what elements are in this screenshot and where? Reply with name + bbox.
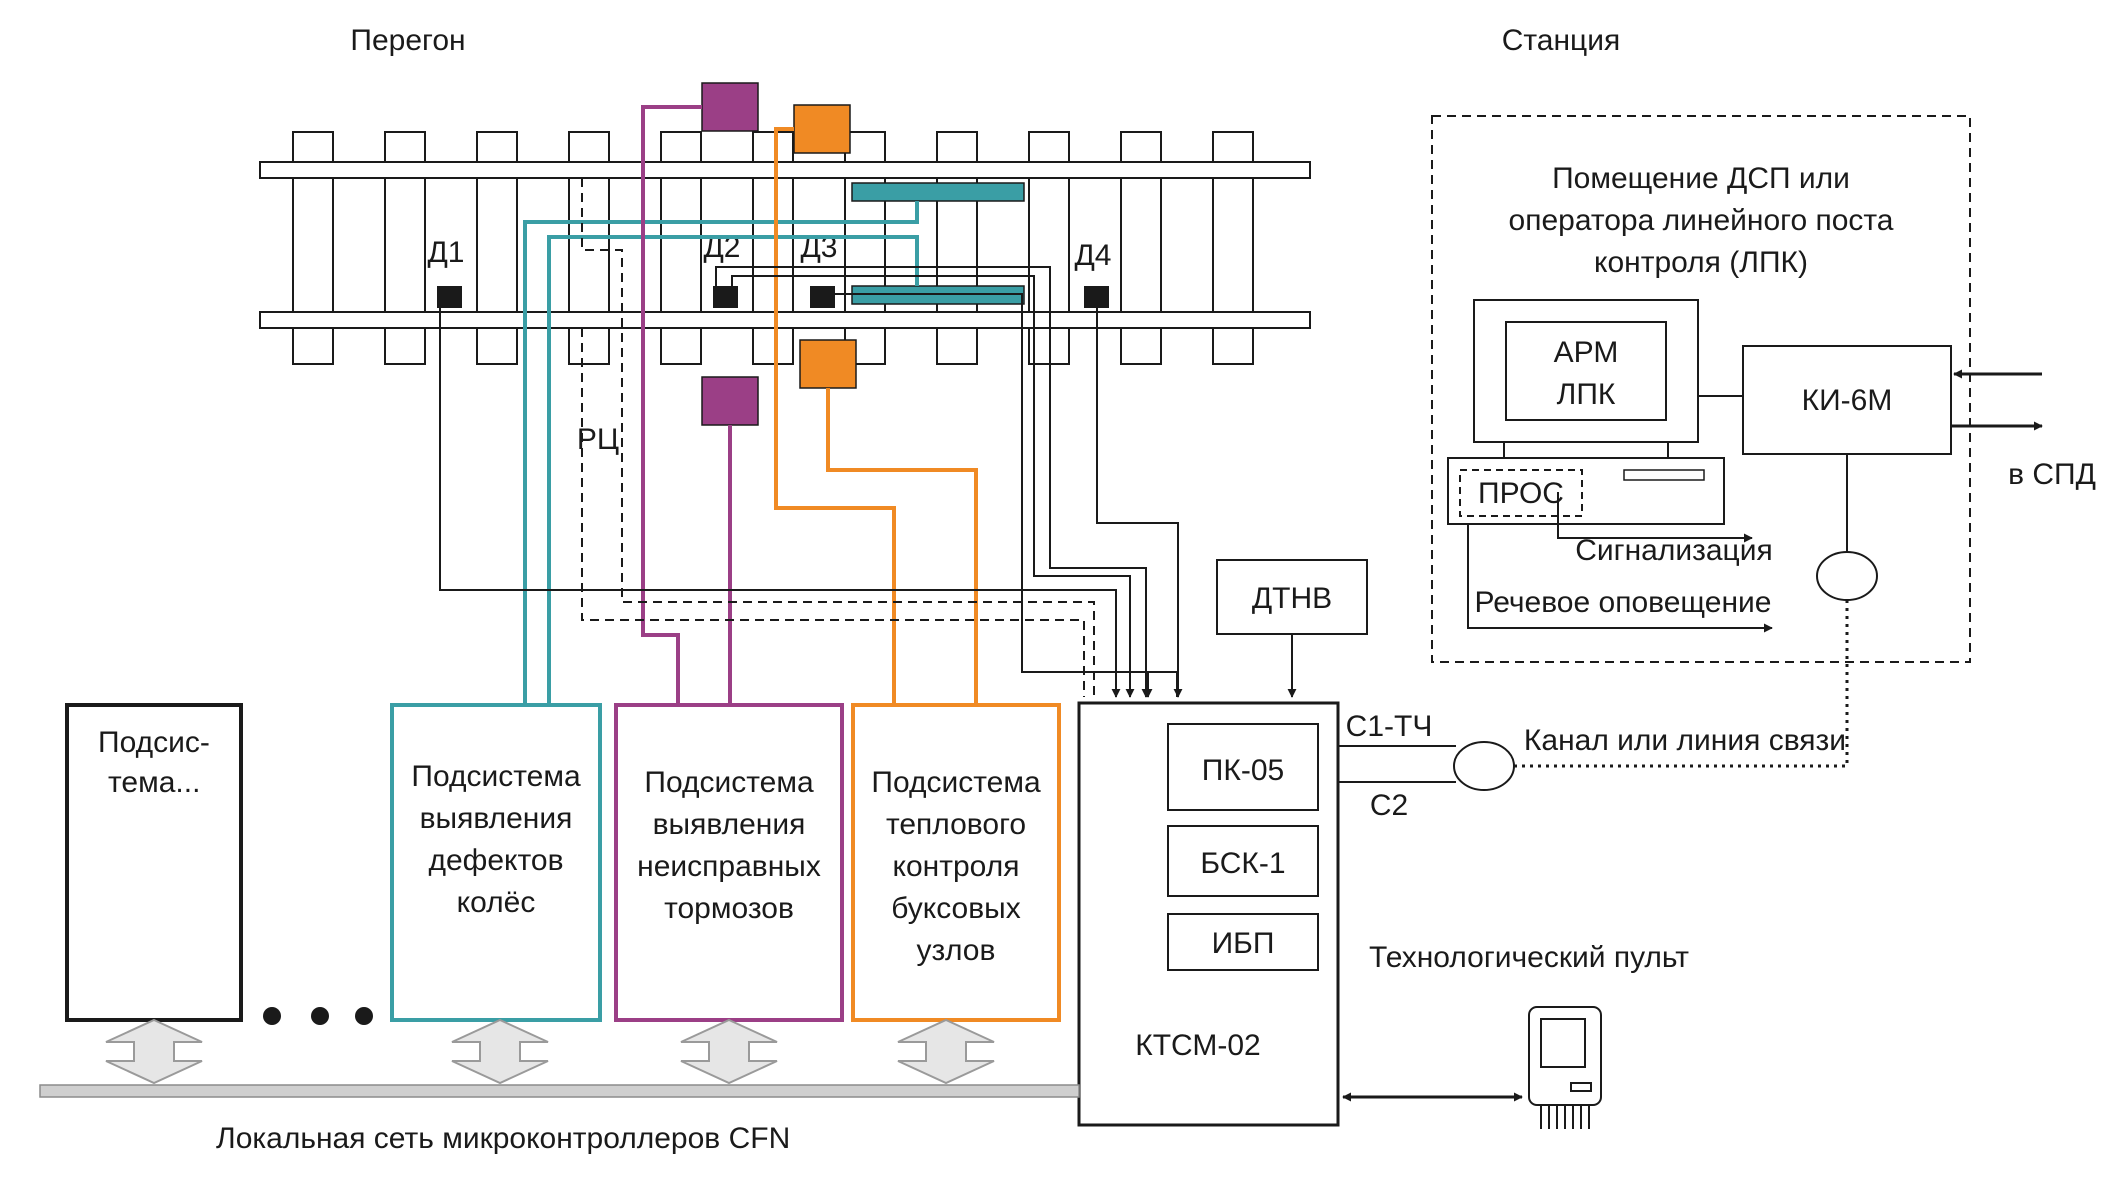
orange-wires: [774, 127, 978, 705]
sensor-d1: [437, 286, 462, 308]
bsk1-label: БСК-1: [1200, 847, 1285, 880]
purple-wires: [641, 105, 732, 705]
signal-label: Сигнализация: [1575, 534, 1773, 567]
rail-bottom: [259, 311, 1311, 329]
bus-double-arrow: [105, 1018, 203, 1085]
ellipsis-dot-1: [263, 1007, 281, 1025]
subsystem-brakes-line1: Подсистема: [644, 766, 814, 799]
sensor-d4-label: Д4: [1074, 239, 1111, 272]
arm-label-line1: АРМ: [1554, 336, 1619, 369]
ki6m-box: [1742, 345, 1952, 455]
ellipsis-dot-3: [355, 1007, 373, 1025]
subsystem-wheels-line3: дефектов: [428, 844, 563, 877]
channel-wires: [1338, 745, 1456, 783]
ktsm-label: КТСМ-02: [1135, 1029, 1260, 1062]
station-label: Станция: [1502, 24, 1621, 57]
bus-double-arrow: [897, 1018, 995, 1085]
tech-console-icon: [1528, 1006, 1602, 1129]
subsystem-thermal-box: [851, 703, 1061, 1022]
arm-computer: [1447, 299, 1725, 525]
spd-label: в СПД: [2008, 458, 2096, 491]
subsystem-other-line1: Подсис-: [98, 726, 210, 759]
subsystem-brakes-line4: тормозов: [664, 892, 794, 925]
subsystem-wheels-line4: колёс: [457, 886, 536, 919]
subsystem-thermal-line1: Подсистема: [871, 766, 1041, 799]
bsk1-box: [1167, 825, 1319, 897]
sensor-d1-label: Д1: [427, 236, 464, 269]
sensor-d4: [1084, 286, 1109, 308]
pros-label: ПРОС: [1478, 477, 1564, 510]
pk05-label: ПК-05: [1202, 754, 1284, 787]
lan-label: Локальная сеть микроконтроллеров CFN: [216, 1122, 790, 1155]
control-room: [1431, 115, 1971, 663]
pk05-box: [1167, 723, 1319, 811]
station-wires: [1467, 369, 2043, 633]
subsystem-wheels-box: [390, 703, 602, 1022]
voice-label: Речевое оповещение: [1475, 586, 1772, 619]
thermal-sensor-top: [793, 104, 851, 154]
c1tch-label: С1-ТЧ: [1346, 710, 1433, 743]
rc-label: РЦ: [577, 423, 619, 456]
ibp-box: [1167, 913, 1319, 971]
channel-label: Канал или линия связи: [1524, 724, 1846, 757]
subsystem-brakes-line3: неисправных: [637, 850, 821, 883]
rc-dashed-wires: [581, 178, 1095, 697]
thermal-sensor-bottom: [799, 339, 857, 389]
wheel-sensor-bar-top: [851, 182, 1025, 202]
subsystem-thermal-line4: буксовых: [891, 892, 1021, 925]
subsystem-wheels-line2: выявления: [420, 802, 573, 835]
lan-bus: [39, 1084, 1080, 1098]
sensor-wires: [439, 266, 1297, 698]
brake-sensor-bottom: [701, 376, 759, 426]
dtnv-box: [1216, 559, 1368, 635]
ki6m-label: КИ-6М: [1802, 384, 1893, 417]
subsystem-brakes-line2: выявления: [653, 808, 806, 841]
bus-double-arrow: [680, 1018, 778, 1085]
dtnv-label: ДТНВ: [1252, 582, 1332, 615]
line-modem-icon: [1453, 741, 1515, 791]
ellipsis-dot-2: [311, 1007, 329, 1025]
bus-arrows: [105, 1018, 995, 1085]
sensor-d3: [810, 286, 835, 308]
subsystem-thermal-line3: контроля: [893, 850, 1020, 883]
c2-label: С2: [1370, 789, 1408, 822]
brake-sensor-top: [701, 82, 759, 132]
ibp-label: ИБП: [1212, 927, 1275, 960]
haul-label: Перегон: [350, 24, 465, 57]
station-modem-icon: [1816, 551, 1878, 601]
subsystem-thermal-line5: узлов: [917, 934, 996, 967]
subsystem-wheels-line1: Подсистема: [411, 760, 581, 793]
room-title-line2: оператора линейного поста: [1509, 204, 1894, 237]
room-title-line1: Помещение ДСП или: [1552, 162, 1850, 195]
subsystem-thermal-line2: теплового: [886, 808, 1026, 841]
subsystem-other-line2: тема...: [108, 766, 200, 799]
rail-top: [259, 161, 1311, 179]
arm-label-line2: ЛПК: [1557, 378, 1616, 411]
tech-console-label: Технологический пульт: [1369, 941, 1689, 974]
room-title-line3: контроля (ЛПК): [1594, 246, 1808, 279]
subsystem-brakes-box: [614, 703, 844, 1022]
bus-double-arrow: [451, 1018, 549, 1085]
teal-wires: [523, 201, 919, 705]
